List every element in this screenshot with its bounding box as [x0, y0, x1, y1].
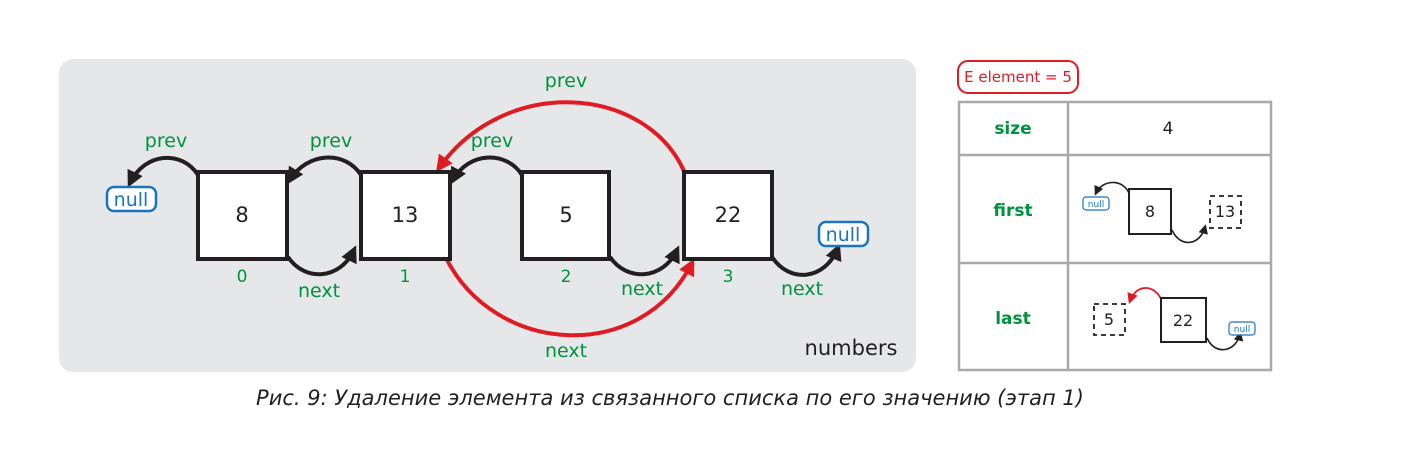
svg-text:null: null — [1088, 200, 1104, 210]
element-badge — [957, 60, 1079, 94]
next-label: next — [298, 280, 340, 302]
node-index: 2 — [561, 267, 572, 287]
svg-text:null: null — [1234, 325, 1250, 335]
prev-label: prev — [545, 70, 587, 92]
null-badge-right — [817, 220, 870, 248]
node-value: 22 — [715, 203, 742, 227]
node-index: 0 — [237, 267, 248, 287]
element-badge-text: E element = 5 — [964, 68, 1072, 86]
null-badge-right-text: null — [826, 224, 861, 246]
last-pointer-diagram: 5 22 null — [1093, 287, 1256, 351]
node0-next-arrow — [286, 245, 357, 277]
node-index: 3 — [723, 267, 734, 287]
list-node: 5 2 — [520, 170, 611, 287]
next-label: next — [781, 278, 823, 300]
table-key-last: last — [995, 309, 1031, 329]
prev-label: prev — [145, 130, 187, 152]
table-key-size: size — [994, 119, 1031, 139]
svg-text:8: 8 — [1145, 202, 1155, 221]
svg-text:13: 13 — [1215, 202, 1235, 221]
node-index: 1 — [400, 267, 411, 287]
bypass-next-arrow — [444, 257, 695, 338]
node2-prev-arrow — [450, 155, 524, 185]
null-badge-left-text: null — [114, 189, 149, 211]
node0-prev-arrow — [127, 155, 200, 188]
prev-label: prev — [471, 130, 513, 152]
next-label: next — [621, 278, 663, 300]
node-value: 13 — [392, 203, 419, 227]
list-node: 13 1 — [359, 170, 452, 287]
list-node: 8 0 — [196, 170, 289, 287]
list-node: 22 3 — [682, 170, 774, 287]
prev-label: prev — [310, 130, 352, 152]
next-label: next — [545, 340, 587, 362]
bypass-prev-arrow — [436, 100, 686, 173]
figure-caption: Рис. 9: Удаление элемента из связанного … — [256, 386, 1084, 410]
svg-text:22: 22 — [1173, 311, 1193, 330]
table-key-first: first — [993, 201, 1032, 221]
list-panel — [59, 59, 916, 372]
table-value-size: 4 — [1163, 119, 1174, 139]
node1-prev-arrow — [287, 155, 363, 185]
first-pointer-diagram: null 8 13 — [1082, 181, 1242, 244]
svg-text:5: 5 — [1104, 310, 1114, 329]
list-name: numbers — [805, 336, 898, 360]
node-value: 5 — [559, 203, 572, 227]
list-state-table — [957, 100, 1273, 372]
node-value: 8 — [235, 203, 248, 227]
null-badge-left — [105, 185, 158, 213]
node3-next-arrow — [770, 243, 842, 277]
node2-next-arrow — [608, 245, 680, 277]
